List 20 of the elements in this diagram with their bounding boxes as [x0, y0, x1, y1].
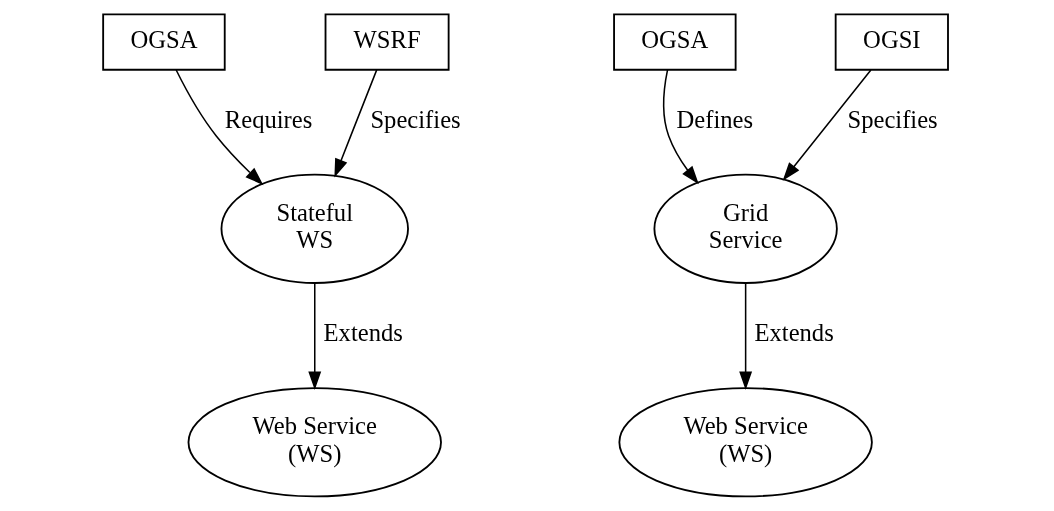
node-box: OGSI — [834, 13, 949, 71]
arrow — [307, 282, 321, 390]
edge-label: Requires — [224, 105, 312, 133]
arrow — [662, 69, 699, 185]
node-box: OGSA — [101, 13, 226, 71]
node-ellipse: Grid Service — [652, 173, 838, 284]
edge-label: Specifies — [369, 105, 461, 133]
edge-label: Extends — [323, 319, 403, 347]
node-ellipse: Web Service (WS) — [617, 387, 873, 498]
edge-label: Extends — [753, 319, 834, 347]
arrow — [333, 69, 377, 178]
arrow — [782, 69, 872, 181]
edge-label: Specifies — [846, 105, 938, 133]
arrow — [174, 69, 263, 186]
edge-label: Defines — [676, 105, 753, 133]
node-box: OGSA — [612, 13, 737, 71]
node-ellipse: Stateful WS — [220, 173, 409, 284]
node-box: WSRF — [324, 13, 450, 71]
arrow — [738, 282, 752, 390]
node-ellipse: Web Service (WS) — [187, 387, 442, 498]
